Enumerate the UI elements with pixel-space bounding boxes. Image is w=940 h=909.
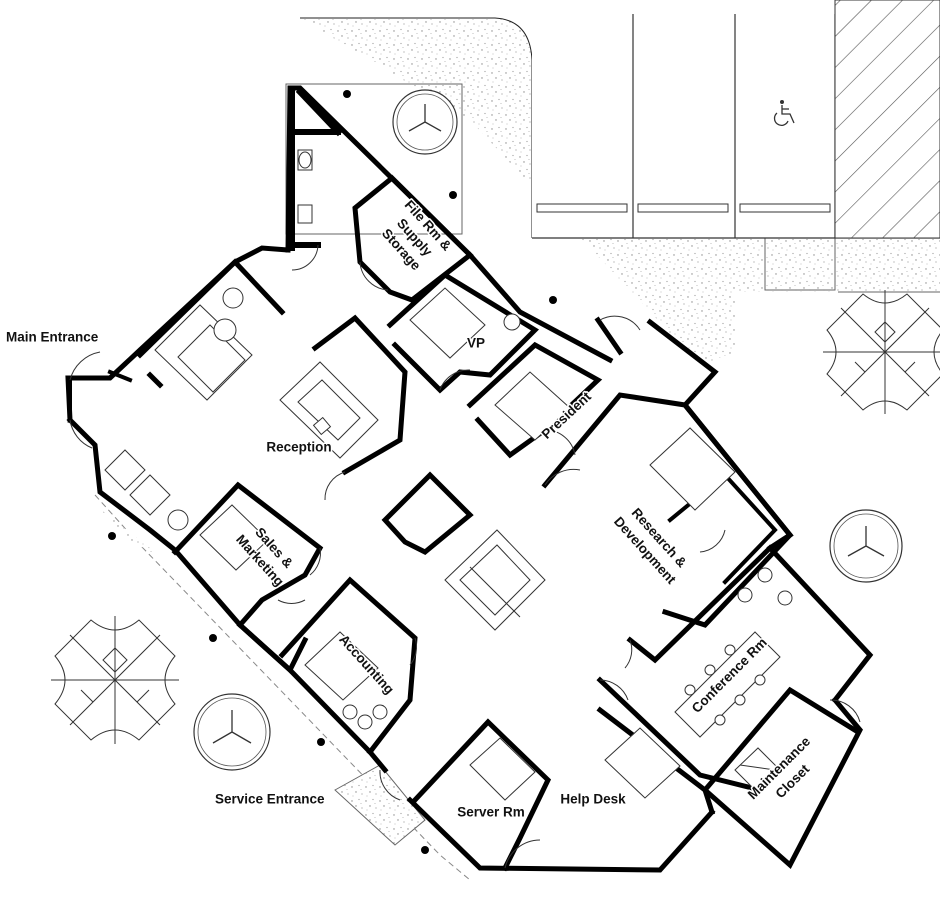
shrub-icon [51,616,179,744]
maintenance-shelf [734,747,781,793]
hatched-access-aisle [834,0,940,239]
wheel-stop [739,203,831,213]
toilet-fixture [297,149,313,224]
wheelchair-icon [773,100,795,126]
reception-desk [279,361,379,459]
room-label-reception: Reception [266,440,331,455]
sidewalk-stipple [94,17,940,881]
tree-icon [193,693,271,771]
room-label-help-desk: Help Desk [560,792,626,807]
room-label-file-room: File Rm & Supply Storage [377,196,456,275]
tree-icon [392,89,458,155]
tree-icon [829,509,903,583]
room-label-vp: VP [467,336,485,351]
waiting-chairs [104,449,189,531]
service-entrance-label: Service Entrance [215,792,325,807]
wheel-stop [637,203,729,213]
main-entrance-label: Main Entrance [6,330,99,345]
office-desk [199,287,736,801]
shrub-icon [823,290,940,414]
lounge-furniture [154,287,253,401]
parking-lot [532,0,940,239]
center-table [444,529,546,631]
room-label-server: Server Rm [457,805,525,820]
room-label-research: Research & Development [610,504,692,589]
conference-table [674,567,793,738]
door-swings [69,244,861,869]
wheel-stop [536,203,628,213]
site-light-dots [108,90,557,854]
